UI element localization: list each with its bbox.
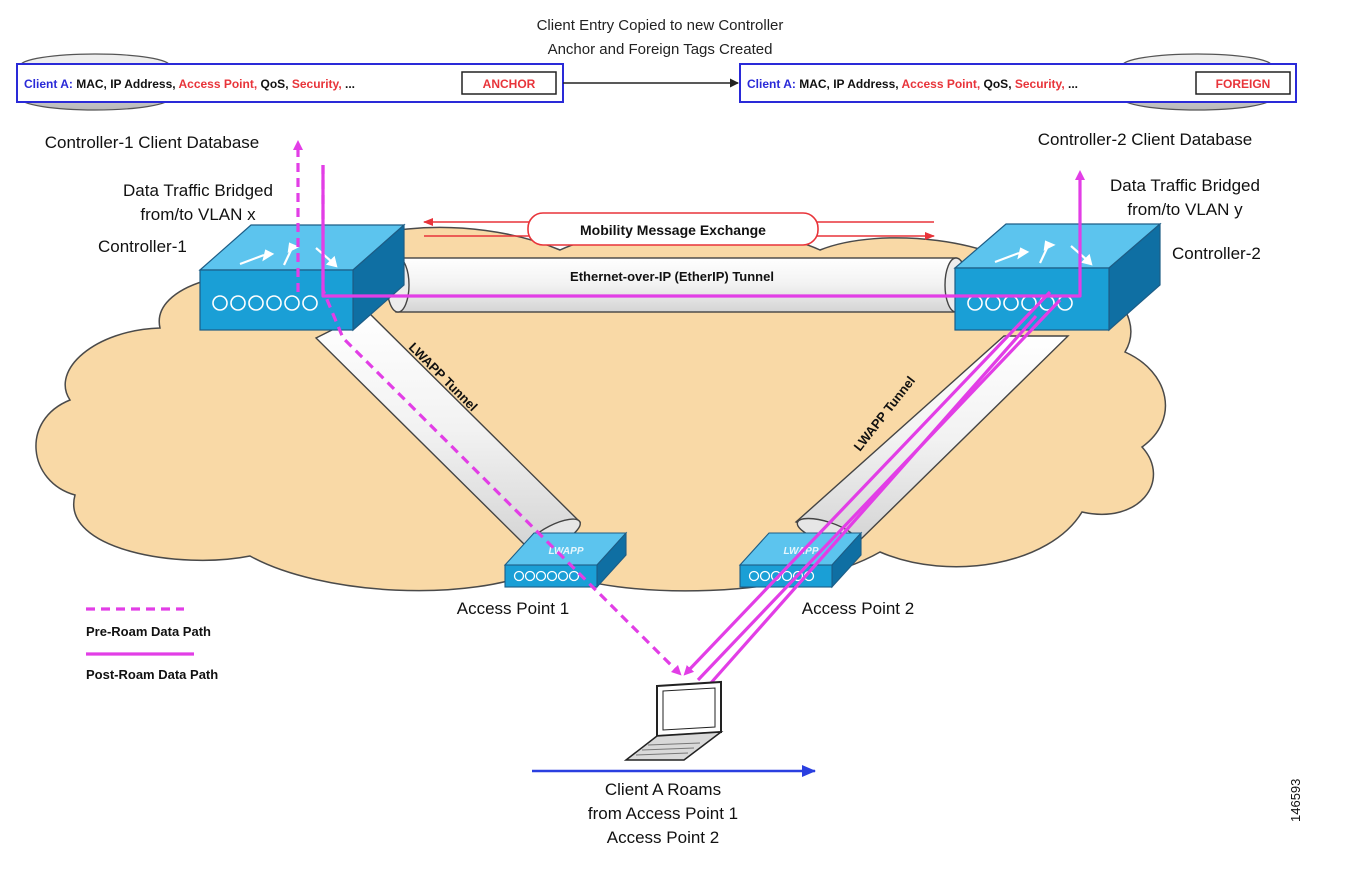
anchor-ellipsis: ... [342, 77, 355, 91]
access-point-1-face: LWAPP [548, 546, 583, 557]
anchor-fields: MAC, IP Address, [73, 77, 176, 91]
controller-2-icon [953, 222, 1162, 332]
mobility-exchange [423, 212, 935, 246]
legend-post-roam-label: Post-Roam Data Path [86, 667, 218, 682]
client-entry-anchor: Client A: MAC, IP Address, Access Point,… [16, 63, 564, 103]
roam-caption-line3: Access Point 2 [607, 828, 719, 847]
foreign-client-label: Client A: [747, 77, 796, 91]
controller-1-label: Controller-1 [98, 237, 187, 256]
svg-text:Client A: MAC, IP Address, Acc: Client A: MAC, IP Address, Access Point,… [747, 77, 1078, 91]
legend-pre-roam-label: Pre-Roam Data Path [86, 624, 211, 639]
top-caption-line2: Anchor and Foreign Tags Created [548, 41, 773, 58]
roam-caption-line1: Client A Roams [605, 780, 721, 799]
figure-id: 146593 [1288, 779, 1303, 822]
db1-label: Controller-1 Client Database [45, 133, 260, 152]
foreign-fields: MAC, IP Address, [796, 77, 899, 91]
access-point-2-label: Access Point 2 [802, 599, 914, 618]
bridged2-line2: from/to VLAN y [1127, 200, 1243, 219]
bridged1-line1: Data Traffic Bridged [123, 181, 273, 200]
mobility-label: Mobility Message Exchange [580, 222, 766, 238]
anchor-qos-field: QoS, [257, 77, 288, 91]
post-roam-path-3 [696, 298, 1062, 682]
foreign-qos-field: QoS, [980, 77, 1011, 91]
anchor-tag: ANCHOR [483, 77, 536, 91]
bridged2-line1: Data Traffic Bridged [1110, 176, 1260, 195]
legend: Pre-Roam Data Path Post-Roam Data Path [86, 607, 218, 682]
foreign-ap-field: Access Point, [899, 77, 981, 91]
foreign-tag: FOREIGN [1216, 77, 1271, 91]
db2-label: Controller-2 Client Database [1038, 130, 1253, 149]
anchor-security-field: Security, [289, 77, 342, 91]
foreign-ellipsis: ... [1065, 77, 1078, 91]
etherip-label: Ethernet-over-IP (EtherIP) Tunnel [570, 269, 774, 284]
top-caption-line1: Client Entry Copied to new Controller [537, 17, 784, 34]
post-roam-path-1 [321, 165, 1085, 298]
client-entry-foreign: Client A: MAC, IP Address, Access Point,… [739, 63, 1297, 103]
access-point-1-icon [503, 531, 628, 589]
post-roam-path-2 [683, 290, 1052, 676]
access-point-1-label: Access Point 1 [457, 599, 569, 618]
bridged1-line2: from/to VLAN x [140, 205, 256, 224]
client-laptop-icon [623, 680, 724, 761]
foreign-security-field: Security, [1012, 77, 1065, 91]
anchor-client-label: Client A: [24, 77, 73, 91]
post-roam-path-4 [708, 314, 1038, 686]
roam-caption-line2: from Access Point 1 [588, 804, 738, 823]
anchor-ap-field: Access Point, [176, 77, 258, 91]
etherip-tunnel [386, 257, 968, 313]
controller-2-label: Controller-2 [1172, 244, 1261, 263]
svg-text:Client A: MAC, IP Address, Acc: Client A: MAC, IP Address, Access Point,… [24, 77, 355, 91]
